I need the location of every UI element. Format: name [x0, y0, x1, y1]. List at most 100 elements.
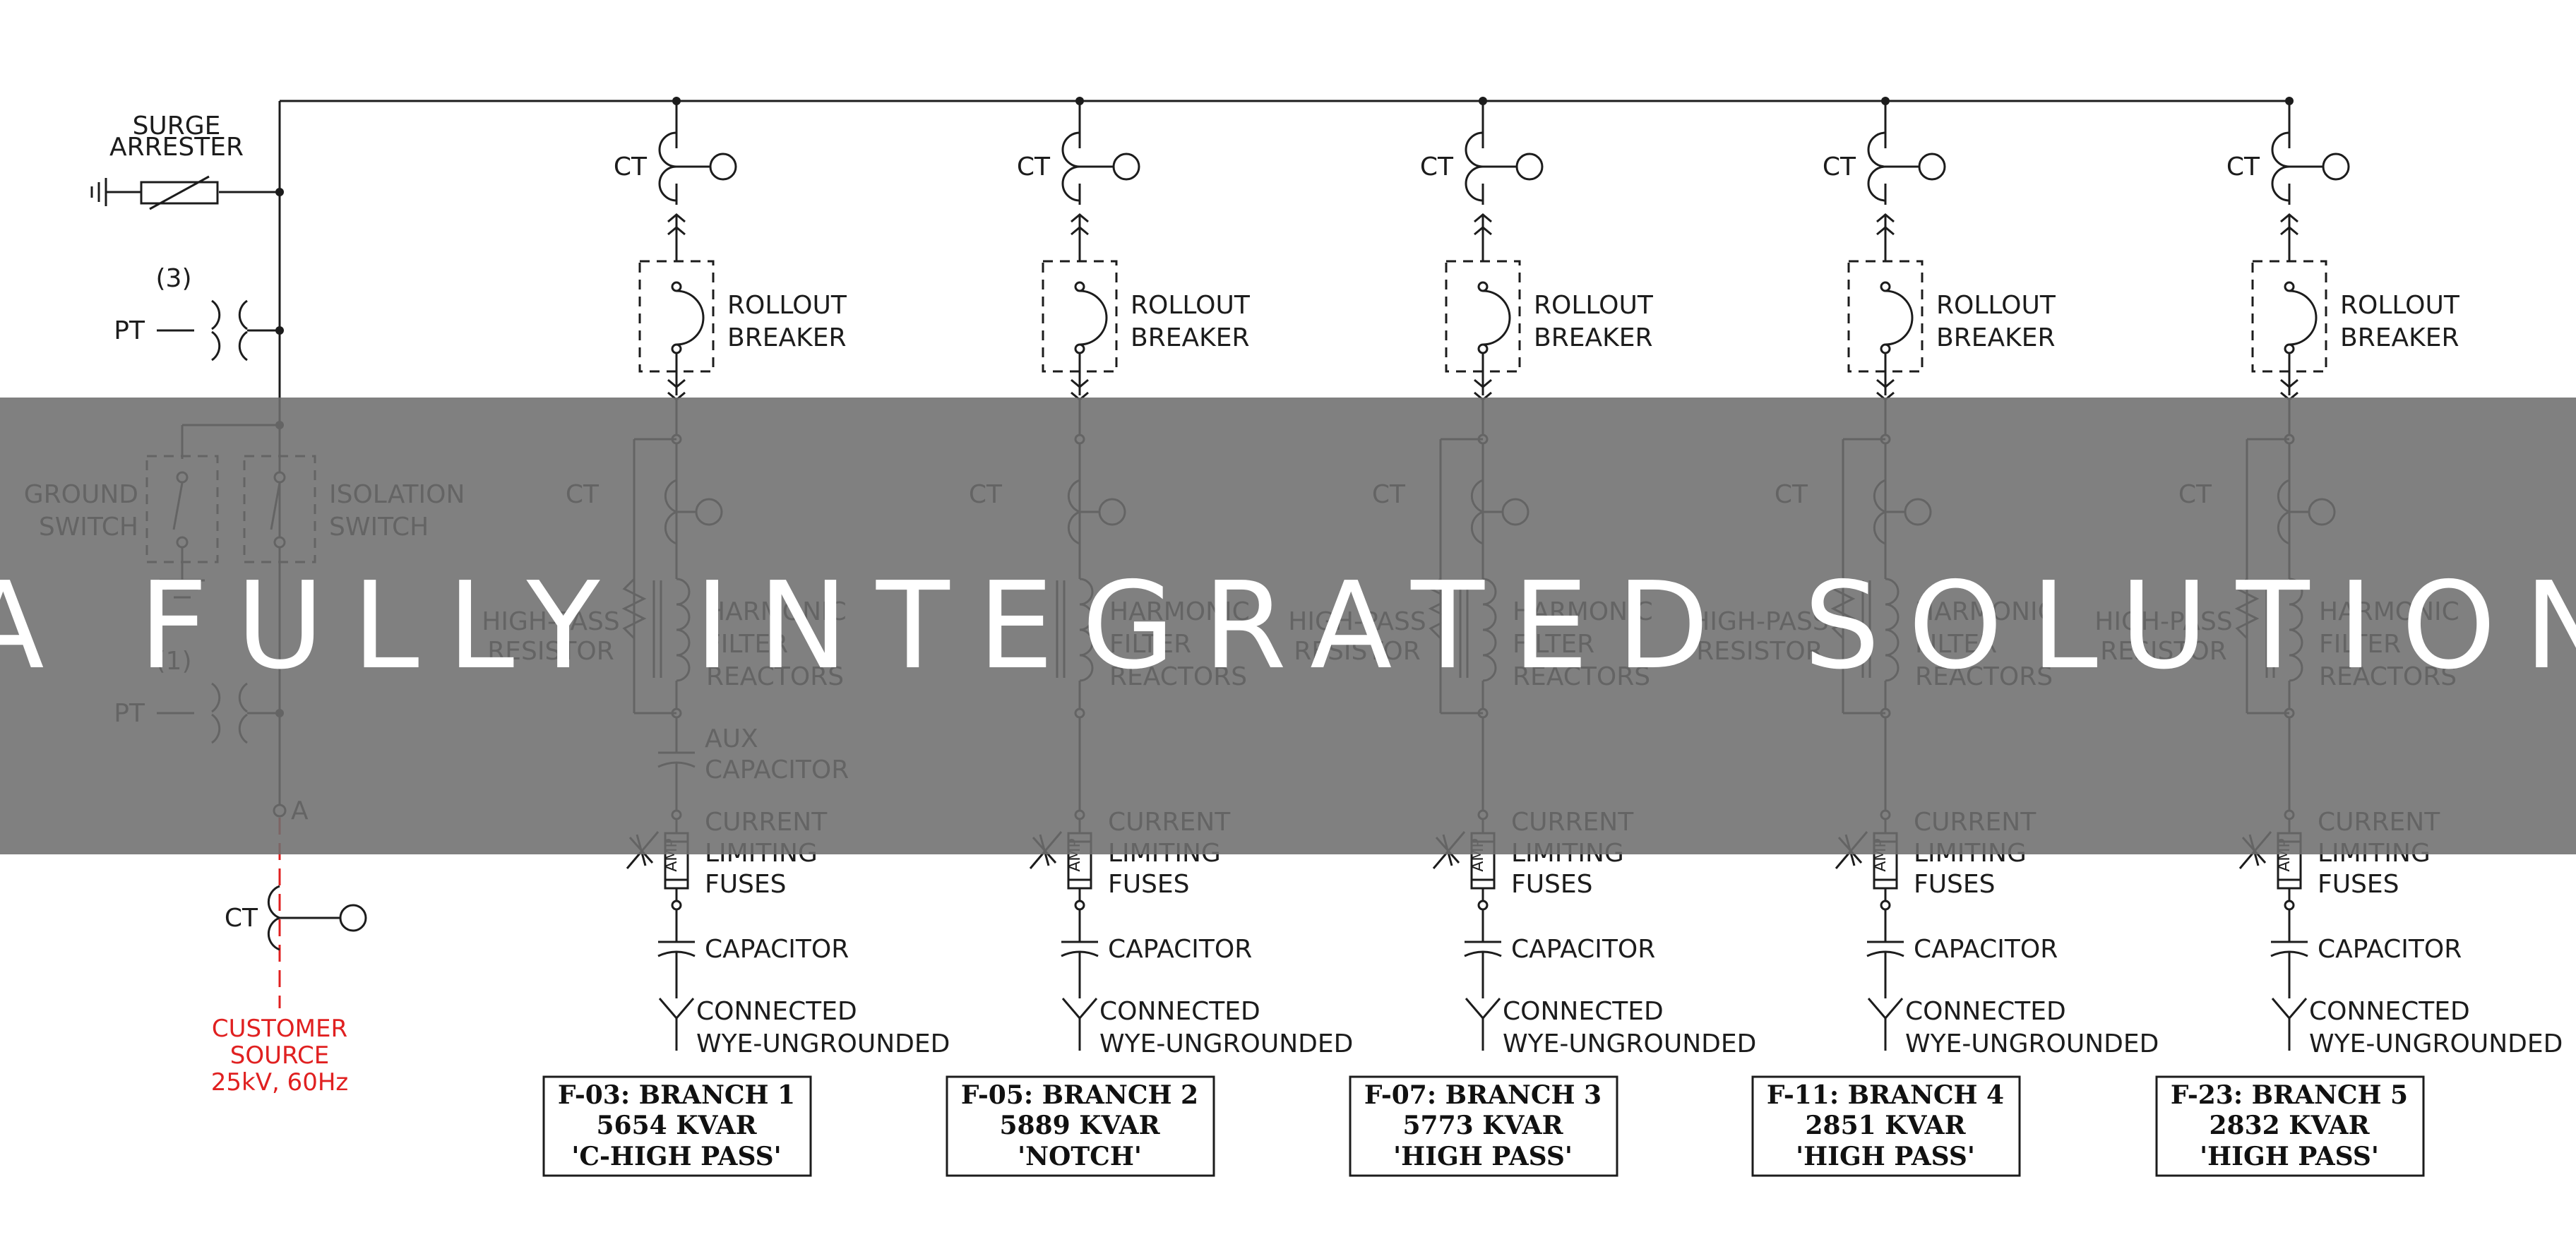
branch-kvar: 2832 KVAR [2209, 1111, 2370, 1140]
branch-type: 'HIGH PASS' [1393, 1142, 1573, 1171]
rollout-breaker-label-line: BREAKER [1131, 323, 1249, 352]
pt-label: PT [114, 316, 145, 345]
current-limiting-fuses-label-line: FUSES [2318, 870, 2399, 899]
rollout-breaker-label-line: ROLLOUT [1131, 291, 1251, 320]
capacitor: CAPACITOR [1866, 935, 2058, 998]
connected-wye-label: CONNECTED WYE-UNGROUNDED [2309, 997, 2563, 1058]
source-ct: CT [225, 885, 367, 951]
branch-id: F-23: BRANCH 5 [2171, 1080, 2408, 1110]
wye-ungrounded: CONNECTED WYE-UNGROUNDED [2271, 997, 2563, 1058]
wye-ungrounded: CONNECTED WYE-UNGROUNDED [658, 997, 950, 1058]
rollout-breaker-label-line: BREAKER [2340, 323, 2459, 352]
branch-type: 'HIGH PASS' [2200, 1142, 2379, 1171]
connected-wye-label: CONNECTED WYE-UNGROUNDED [1503, 997, 1756, 1058]
rollout-breaker-label-line: BREAKER [1936, 323, 2055, 352]
connected-wye-label-line: CONNECTED [2309, 997, 2470, 1026]
rollout-breaker-label: ROLLOUT BREAKER [1534, 291, 1654, 352]
current-transformer: CT [2226, 131, 2350, 202]
ct-label: CT [614, 153, 648, 181]
wye-ungrounded: CONNECTED WYE-UNGROUNDED [1061, 997, 1353, 1058]
capacitor: CAPACITOR [657, 935, 849, 998]
customer-source: ACTCUSTOMERSOURCE25kV, 60Hz [211, 796, 367, 1097]
customer-source-label-line: 25kV, 60Hz [211, 1068, 349, 1097]
wye-ungrounded: CONNECTED WYE-UNGROUNDED [1867, 997, 2159, 1058]
rollout-breaker-label-line: ROLLOUT [1534, 291, 1654, 320]
rollout-breaker: ROLLOUT BREAKER [1847, 260, 2056, 401]
connected-wye-label: CONNECTED WYE-UNGROUNDED [1905, 997, 2159, 1058]
current-limiting-fuses-label-line: FUSES [705, 870, 787, 899]
branch-kvar: 5654 KVAR [596, 1111, 757, 1140]
rollout-breaker-label-line: BREAKER [727, 323, 846, 352]
connected-wye-label-line: WYE-UNGROUNDED [1503, 1029, 1756, 1058]
current-limiting-fuses-label-line: FUSES [1511, 870, 1593, 899]
connected-wye-label: CONNECTED WYE-UNGROUNDED [696, 997, 950, 1058]
rollout-breaker: ROLLOUT BREAKER [638, 260, 847, 401]
rollout-breaker: ROLLOUT BREAKER [1042, 260, 1251, 401]
customer-source-label-line: SOURCE [230, 1041, 329, 1070]
connected-wye-label-line: CONNECTED [1905, 997, 2066, 1026]
title-banner: A FULLY INTEGRATED SOLUTION [0, 398, 2576, 854]
current-transformer: CT [1420, 131, 1544, 202]
branch-type: 'C-HIGH PASS' [571, 1142, 781, 1171]
branch-kvar: 2851 KVAR [1805, 1111, 1966, 1140]
rollout-breaker: ROLLOUT BREAKER [2251, 260, 2460, 401]
capacitor: CAPACITOR [1464, 935, 1655, 998]
current-transformer: CT [614, 131, 737, 202]
rollout-breaker-label: ROLLOUT BREAKER [1936, 291, 2056, 352]
potential-transformer-3: PT (3) [114, 264, 284, 362]
current-transformer: CT [1823, 131, 1946, 202]
banner-title: A FULLY INTEGRATED SOLUTION [0, 556, 2576, 696]
connected-wye-label-line: WYE-UNGROUNDED [696, 1029, 950, 1058]
branch-type: 'HIGH PASS' [1796, 1142, 1975, 1171]
rollout-breaker: ROLLOUT BREAKER [1445, 260, 1654, 401]
current-limiting-fuses-label-line: FUSES [1108, 870, 1190, 899]
ct-label: CT [225, 904, 258, 933]
current-transformer: CT [1017, 131, 1140, 202]
ct-label: CT [1420, 153, 1454, 181]
branch-kvar: 5773 KVAR [1402, 1111, 1563, 1140]
rollout-breaker-label-line: ROLLOUT [2340, 291, 2460, 320]
branch-id: F-11: BRANCH 4 [1767, 1080, 2004, 1110]
rollout-breaker-label-line: ROLLOUT [1936, 291, 2056, 320]
surge-arrester-label-line: SURGE [133, 112, 221, 141]
ct-label: CT [1823, 153, 1856, 181]
connected-wye-label: CONNECTED WYE-UNGROUNDED [1099, 997, 1353, 1058]
pt-count: (3) [156, 264, 192, 293]
connected-wye-label-line: WYE-UNGROUNDED [1905, 1029, 2159, 1058]
rollout-breaker-label: ROLLOUT BREAKER [2340, 291, 2460, 352]
rollout-breaker-label-line: ROLLOUT [727, 291, 847, 320]
capacitor: CAPACITOR [2270, 935, 2462, 998]
capacitor-label: CAPACITOR [2318, 935, 2462, 964]
capacitor-label: CAPACITOR [1914, 935, 2058, 964]
ct-label: CT [1017, 153, 1051, 181]
connected-wye-label-line: CONNECTED [1099, 997, 1260, 1026]
branch-type: 'NOTCH' [1018, 1142, 1142, 1171]
capacitor-label: CAPACITOR [1108, 935, 1252, 964]
branch-id: F-05: BRANCH 2 [961, 1080, 1198, 1110]
connected-wye-label-line: CONNECTED [696, 997, 857, 1026]
wye-ungrounded: CONNECTED WYE-UNGROUNDED [1465, 997, 1756, 1058]
capacitor: CAPACITOR [1061, 935, 1252, 998]
current-limiting-fuses-label-line: FUSES [1914, 870, 1996, 899]
rollout-breaker-label-line: BREAKER [1534, 323, 1652, 352]
rollout-breaker-label: ROLLOUT BREAKER [1131, 291, 1251, 352]
branch-id: F-07: BRANCH 3 [1364, 1080, 1602, 1110]
branch-kvar: 5889 KVAR [999, 1111, 1160, 1140]
connected-wye-label-line: CONNECTED [1503, 997, 1664, 1026]
branch-id: F-03: BRANCH 1 [558, 1080, 795, 1110]
connected-wye-label-line: WYE-UNGROUNDED [1099, 1029, 1353, 1058]
connected-wye-label-line: WYE-UNGROUNDED [2309, 1029, 2563, 1058]
surge-arrester-label-line: ARRESTER [109, 133, 244, 162]
capacitor-label: CAPACITOR [705, 935, 849, 964]
capacitor-label: CAPACITOR [1511, 935, 1655, 964]
ct-label: CT [2226, 153, 2260, 181]
customer-source-label-line: CUSTOMER [212, 1015, 347, 1043]
